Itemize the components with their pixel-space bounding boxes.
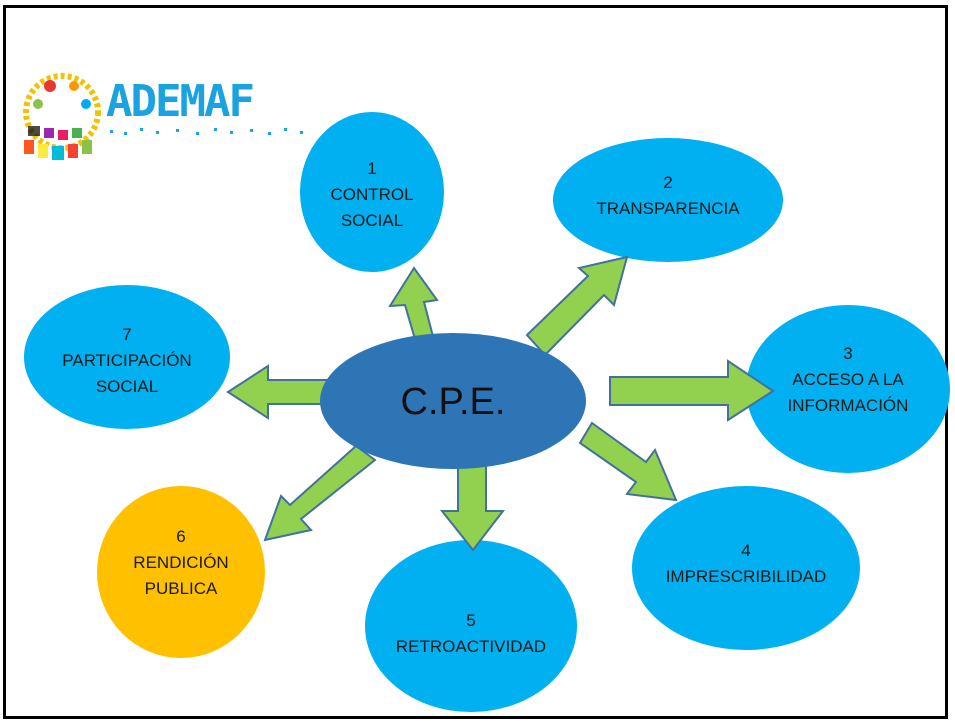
node-label-line: CONTROL (330, 185, 414, 204)
node-shape-acceso-informacion (746, 305, 950, 473)
logo-wordmark: ADEMAF (106, 76, 255, 127)
node-label-line: SOCIAL (340, 211, 404, 230)
node-shape-participacion-social (24, 285, 230, 429)
node-label-line: RETROACTIVIDAD (395, 637, 547, 656)
node-label-line: ACCESO A LA (792, 370, 904, 389)
logo-subtitle-dots (110, 128, 303, 135)
center-label: C.P.E. (400, 380, 506, 423)
node-label-line: INFORMACIÓN (787, 396, 909, 415)
node-label-line: PUBLICA (144, 579, 218, 598)
node-number: 1 (367, 159, 377, 178)
arrow-to-retroactividad (439, 464, 506, 552)
node-number: 2 (663, 173, 673, 192)
node-label-line: PARTICIPACIÓN (62, 351, 192, 370)
node-label-line: RENDICIÓN (133, 553, 229, 572)
node-number: 5 (466, 611, 476, 630)
node-shape-control-social (300, 112, 444, 272)
node-label-line: SOCIAL (95, 377, 159, 396)
arrow-to-rendicion-publica (263, 444, 377, 542)
arrow-to-imprescribilidad (578, 421, 678, 502)
node-number: 7 (122, 325, 132, 344)
node-participacion-social: 7 PARTICIPACIÓN SOCIAL (24, 316, 230, 406)
arrow-to-transparencia (525, 255, 629, 357)
node-label-line: TRANSPARENCIA (596, 199, 740, 218)
arrow-to-participacion-social (226, 364, 333, 420)
slide-frame (3, 5, 948, 719)
arrow-to-acceso-informacion (609, 359, 775, 422)
node-shape-imprescribilidad (632, 486, 860, 650)
node-imprescribilidad: 4 IMPRESCRIBILIDAD (632, 532, 860, 596)
node-number: 6 (176, 527, 186, 546)
node-shape-retroactividad (365, 540, 577, 712)
logo-mark-icon (23, 73, 101, 160)
node-acceso-informacion: 3 ACCESO A LA INFORMACIÓN (750, 335, 946, 425)
node-number: 3 (843, 344, 853, 363)
center-shape (320, 333, 586, 469)
node-rendicion-publica: 6 RENDICIÓN PUBLICA (97, 518, 265, 608)
node-retroactividad: 5 RETROACTIVIDAD (365, 602, 577, 666)
node-shape-rendicion-publica (97, 486, 265, 658)
node-label-line: IMPRESCRIBILIDAD (665, 567, 827, 586)
node-number: 4 (741, 541, 751, 560)
node-transparencia: 2 TRANSPARENCIA (553, 164, 783, 228)
node-shape-transparencia (553, 138, 783, 262)
node-control-social: 1 CONTROL SOCIAL (300, 150, 444, 240)
